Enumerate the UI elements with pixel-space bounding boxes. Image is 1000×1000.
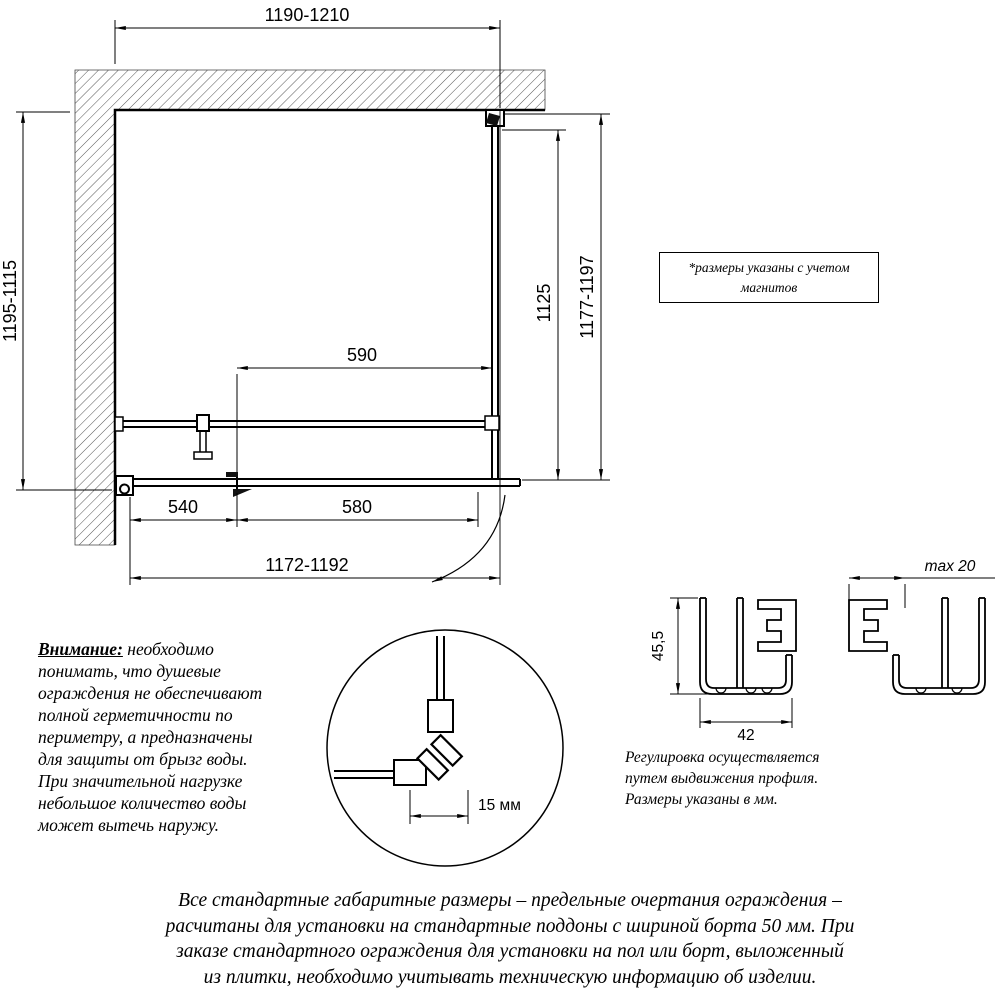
- profiles-caption-line: путем выдвижения профиля.: [625, 769, 819, 787]
- wall-profile-clip-a: [757, 599, 797, 652]
- footer-line: из плитки, необходимо учитывать техничес…: [203, 967, 817, 989]
- note-line-1: *размеры указаны с учетом: [688, 260, 850, 275]
- wall-profile-plan: [115, 475, 134, 496]
- enclosure-plan: [114, 109, 521, 497]
- dimension-right-height: 1177-1197: [505, 113, 610, 480]
- warning-line: небольшое количество воды: [38, 793, 247, 814]
- dim-label-detail-gap: 15 мм: [478, 797, 521, 814]
- magnet-profile-vertical: [427, 699, 454, 733]
- door-handle: [226, 472, 238, 477]
- warning-title: Внимание:: [38, 639, 123, 659]
- dim-label-left-height: 1195-1115: [0, 260, 20, 342]
- warning-line: полной герметичности по: [38, 705, 233, 726]
- warning-title-rest: необходимо: [122, 639, 214, 659]
- wall-hatching: [74, 69, 546, 546]
- dim-label-door-width: 590: [347, 345, 377, 365]
- note-line-2: магнитов: [740, 279, 798, 295]
- footer-line: заказе стандартного ограждения для устан…: [176, 941, 844, 963]
- footer-text: Все стандартные габаритные размеры – пре…: [110, 888, 910, 991]
- warning-line: для защиты от брызг воды.: [38, 749, 248, 770]
- warning-block: Внимание: необходимо понимать, что душев…: [38, 638, 326, 836]
- dim-label-profile-height: 45,5: [650, 631, 667, 661]
- dimension-left-height: 1195-1115: [0, 111, 112, 491]
- warning-line: ограждения не обеспечивают: [38, 683, 263, 704]
- warning-line: Внимание: необходимо: [38, 638, 326, 660]
- dim-label-bottom-left: 540: [168, 497, 198, 517]
- magnet-profile-horizontal: [393, 759, 427, 786]
- warning-line: может вытечь наружу.: [38, 815, 219, 836]
- magnet-strip-a: [429, 733, 464, 768]
- corner-bracket: [485, 109, 505, 127]
- warning-line: При значительной нагрузке: [38, 771, 243, 792]
- wall-profile-clip-b: [848, 599, 888, 652]
- magnet-strip-b: [415, 747, 450, 782]
- dim-label-inner-height: 1125: [534, 284, 554, 323]
- profiles-caption-line: Регулировка осуществляется: [625, 749, 820, 766]
- profile-section-b: max 20: [848, 558, 995, 695]
- detail-circle: 15 мм: [326, 629, 564, 867]
- footer-line: Все стандартные габаритные размеры – пре…: [178, 890, 842, 911]
- dimension-inner-height: 1125: [502, 129, 610, 481]
- profiles-caption-line: Размеры указаны в мм.: [625, 790, 778, 808]
- profile-section-a: 45,5 42: [650, 597, 797, 744]
- dim-label-profile-width: 42: [737, 727, 754, 744]
- warning-line: периметру, а предназначены: [38, 727, 253, 748]
- dim-label-top-width: 1190-1210: [265, 5, 350, 25]
- warning-line: понимать, что душевые: [38, 661, 221, 682]
- note-box: *размеры указаны с учетом магнитов: [659, 252, 879, 304]
- dimension-top-width: 1190-1210: [114, 5, 501, 108]
- dim-label-right-height: 1177-1197: [577, 255, 597, 338]
- dim-label-bottom-mid: 580: [342, 497, 372, 517]
- door-roller: [233, 489, 252, 497]
- dim-label-profile-adjust: max 20: [925, 558, 976, 575]
- dim-label-bottom-total: 1172-1192: [265, 555, 348, 575]
- stabilizer-bar: [114, 414, 500, 460]
- detail-leader-arrow: [431, 494, 506, 583]
- dimension-bottom-segments: 540 580: [129, 492, 479, 585]
- profiles-caption: Регулировка осуществляется путем выдвиже…: [625, 748, 895, 811]
- footer-line: расчитаны для установки на стандартные п…: [165, 915, 855, 937]
- dimension-door-width: 590: [236, 345, 492, 527]
